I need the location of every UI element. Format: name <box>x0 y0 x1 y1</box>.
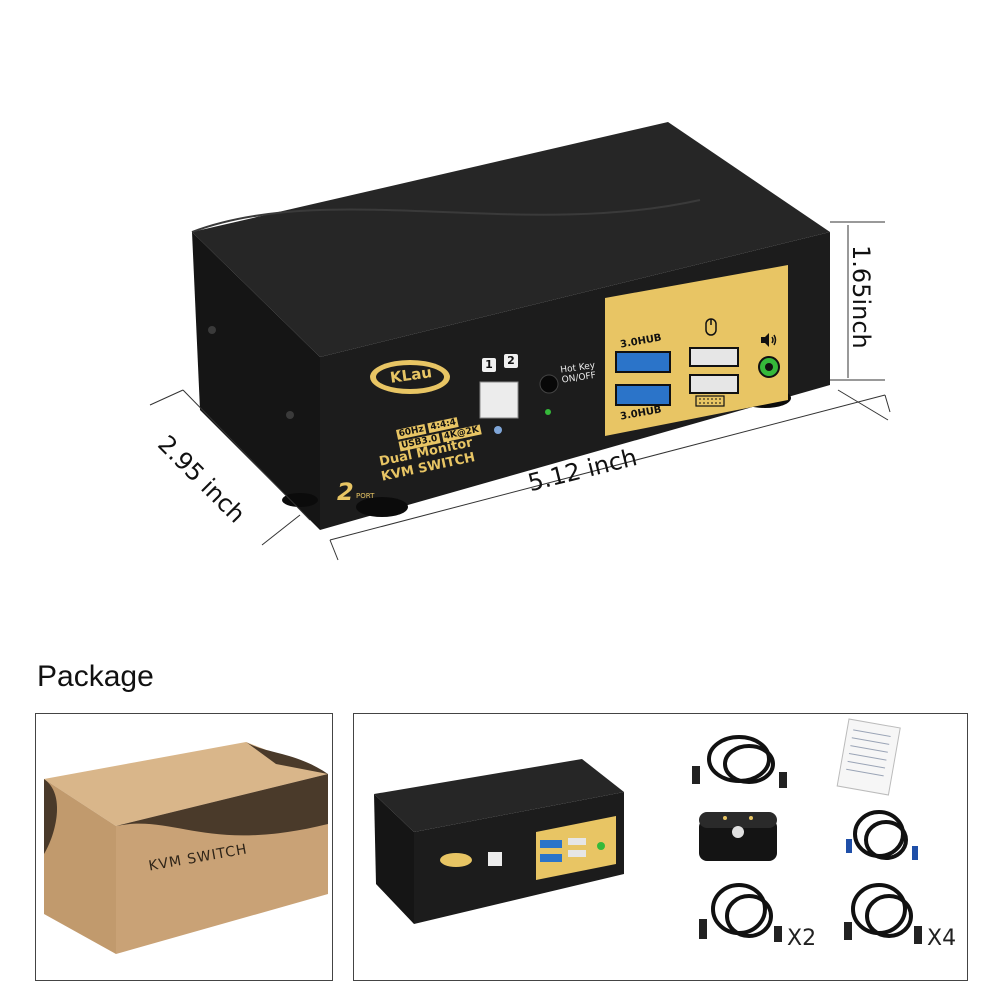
package-contents-panel: X2 X4 <box>353 713 968 981</box>
mouse-icon <box>705 318 717 336</box>
package-title: Package <box>37 660 154 693</box>
port-count: 2 <box>337 478 354 506</box>
dimension-height: 1.65inch <box>847 245 875 349</box>
hdmi-cable-quantity: X4 <box>927 926 957 951</box>
usb-cable-quantity: X2 <box>787 926 817 951</box>
kvm-switch-illustration <box>149 122 891 561</box>
speaker-icon <box>761 333 777 347</box>
package-contents-art <box>374 718 922 944</box>
port-word: PORT <box>356 492 375 500</box>
button-number-2: 2 <box>504 354 518 368</box>
package-box-panel: KVM SWITCH <box>35 713 333 981</box>
button-number-1: 1 <box>482 358 496 372</box>
cardboard-box <box>44 742 328 954</box>
keyboard-icon <box>695 395 725 407</box>
